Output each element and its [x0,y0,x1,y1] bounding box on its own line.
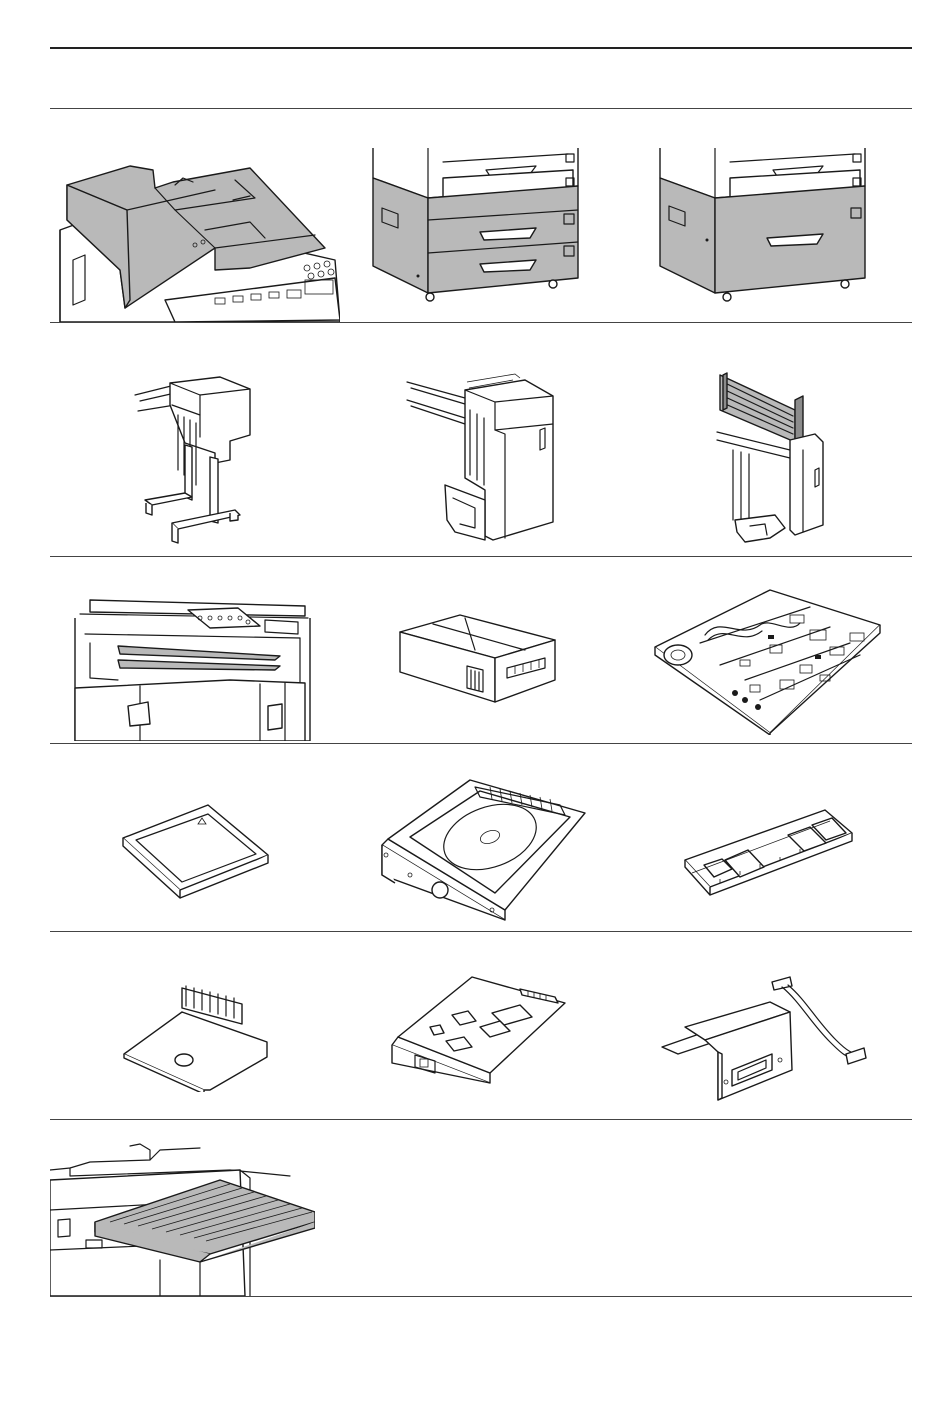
network-interface-card-icon [390,975,570,1085]
row-divider [50,931,912,932]
large-capacity-feeder-icon [655,148,870,303]
compact-flash-card-icon [118,800,273,900]
serial-interface-kit-icon [660,972,875,1102]
mailbox-finisher-icon [715,370,827,552]
job-separator-icon [70,598,315,741]
row-divider [50,1119,912,1120]
paper-feeder-three-drawer-icon [368,148,583,303]
hard-disk-icon [380,775,590,923]
document-finisher-icon [130,375,255,545]
security-kit-icon [122,982,272,1092]
top-rule [50,47,912,49]
bottom-rule [50,1296,912,1297]
row-divider [50,556,912,557]
row-divider [50,108,912,109]
printer-board-icon [650,585,885,735]
floor-finisher-icon [405,370,555,548]
row-divider [50,743,912,744]
document-processor-icon [55,160,340,322]
fax-kit-box-icon [395,610,560,710]
row-divider [50,322,912,323]
memory-dimm-icon [680,805,855,905]
key-counter-tray-icon [50,1140,315,1296]
